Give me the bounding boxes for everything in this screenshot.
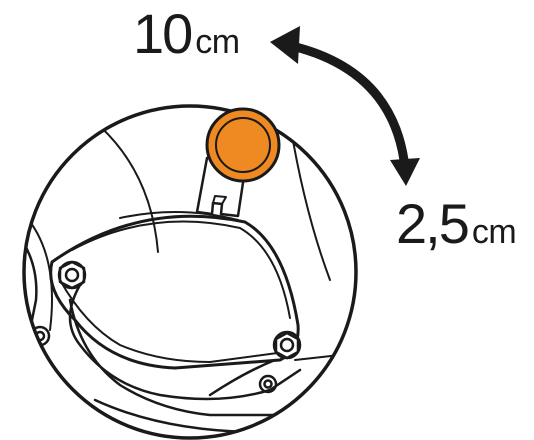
curved-double-arrow-icon [270, 26, 420, 186]
min-value: 2,5 [396, 192, 470, 255]
lower-plates [68, 283, 347, 434]
max-value: 10 [133, 2, 193, 65]
min-unit: cm [471, 213, 517, 251]
hex-bolt-left [57, 260, 87, 290]
cover-housing [49, 210, 300, 370]
detail-magnifier [22, 104, 358, 440]
adjustment-knob-icon [205, 107, 281, 183]
max-unit: cm [195, 23, 240, 61]
hex-bolt-right [272, 330, 302, 360]
